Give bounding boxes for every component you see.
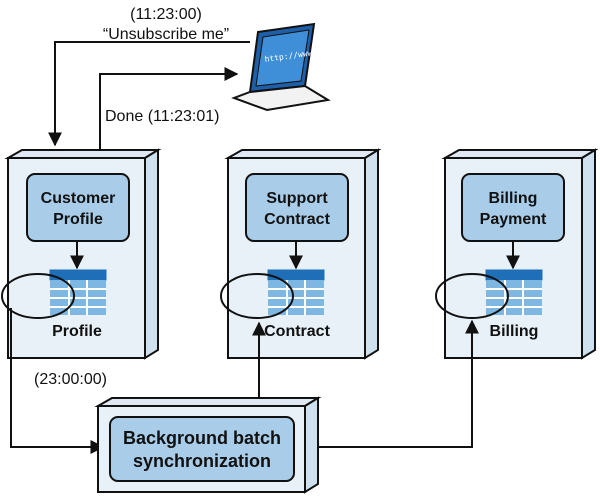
data-access-ellipse xyxy=(1,273,75,319)
response-arrow xyxy=(99,67,239,150)
service-box-line2: Payment xyxy=(480,211,547,228)
service-box-customer-profile xyxy=(26,173,130,242)
batch-line2: synchronization xyxy=(133,451,271,471)
data-access-ellipse xyxy=(435,273,509,319)
batch-to-billing-arrow xyxy=(318,319,479,448)
request-arrow xyxy=(48,41,250,147)
db-label: Contract xyxy=(264,323,330,340)
database-table-icon xyxy=(49,269,107,315)
batch-line1: Background batch xyxy=(123,428,281,448)
batch-time: (23:00:00) xyxy=(34,371,107,388)
batch-sync-box xyxy=(109,416,295,482)
service-box-line2: Profile xyxy=(53,211,103,228)
service-box-line1: Billing xyxy=(489,190,538,207)
request-time: (11:23:00) xyxy=(130,6,202,23)
db-label: Billing xyxy=(490,323,539,340)
service-box-line1: Customer xyxy=(41,190,116,207)
response-label: Done (11:23:01) xyxy=(105,108,219,125)
request-message: “Unsubscribe me” xyxy=(103,26,229,43)
service-box-line1: Support xyxy=(266,190,328,207)
data-access-ellipse xyxy=(220,273,294,319)
service-box-line2: Contract xyxy=(264,211,330,228)
db-label: Profile xyxy=(52,323,102,340)
service-box-billing-payment xyxy=(461,173,565,242)
service-box-support-contract xyxy=(245,173,349,242)
database-table-icon xyxy=(485,269,543,315)
laptop-icon: http://www xyxy=(231,22,331,112)
profile-to-batch-arrow xyxy=(10,308,105,454)
